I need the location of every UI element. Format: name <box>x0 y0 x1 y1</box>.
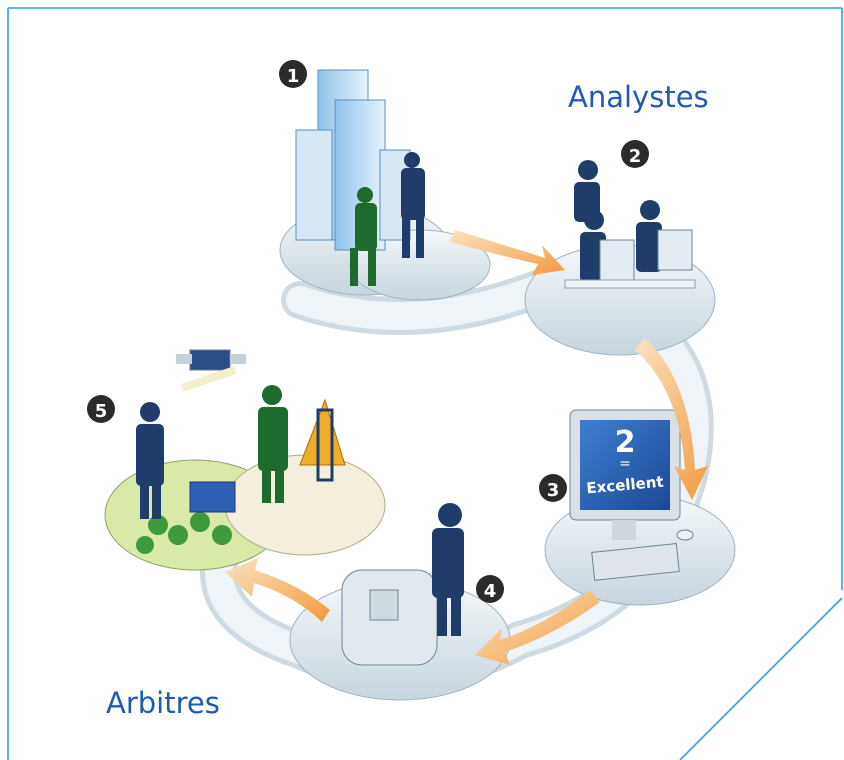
arrow-4-to-5 <box>225 558 330 622</box>
flow-arrows <box>225 230 708 665</box>
monitor-score: 2 <box>615 425 636 460</box>
step-badge-5: 5 <box>87 395 115 423</box>
step-number: 5 <box>95 401 108 422</box>
arbitres-label: Arbitres <box>106 686 220 720</box>
step-number: 4 <box>484 581 497 602</box>
monitor-separator: = <box>619 456 631 472</box>
frame-border <box>7 7 843 760</box>
arrow-3-to-4 <box>475 590 600 665</box>
step-badge-2: 2 <box>621 140 649 168</box>
step-badge-4: 4 <box>476 575 504 603</box>
platform-field <box>104 349 386 571</box>
step-number: 1 <box>287 66 300 87</box>
step-number: 3 <box>547 480 560 501</box>
platform-computer <box>544 409 736 606</box>
step-badge-1: 1 <box>279 60 307 88</box>
platform-desk <box>289 503 511 701</box>
analystes-label: Analystes <box>568 80 709 114</box>
step-number: 2 <box>629 146 642 167</box>
step-badge-3: 3 <box>539 474 567 502</box>
arrow-1-to-2 <box>450 230 565 275</box>
platform-analysts <box>524 160 716 356</box>
arrow-2-to-3 <box>635 338 708 500</box>
platform-headquarters <box>279 69 491 301</box>
